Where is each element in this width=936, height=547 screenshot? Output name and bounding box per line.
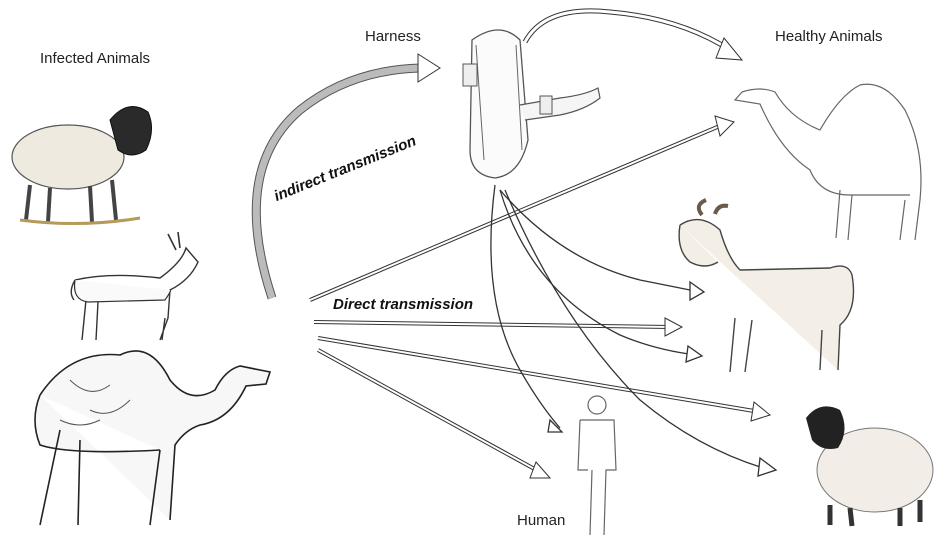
infected-sheep-icon — [12, 107, 152, 224]
infected-camel-icon — [35, 351, 270, 525]
human-icon — [578, 396, 616, 535]
human-label: Human — [517, 512, 565, 529]
healthy-sheep-icon — [806, 406, 933, 526]
harness-icon — [463, 30, 600, 178]
harness-label: Harness — [365, 28, 421, 45]
infected-animals-label: Infected Animals — [40, 50, 150, 67]
healthy-camel-icon — [735, 84, 921, 240]
harness-to-healthy-curve-arrow — [525, 11, 742, 60]
healthy-animals-label: Healthy Animals — [775, 28, 883, 45]
direct-transmission-label: Direct transmission — [333, 296, 473, 313]
healthy-goat-icon — [679, 200, 853, 372]
infected-goat-icon — [71, 232, 198, 340]
